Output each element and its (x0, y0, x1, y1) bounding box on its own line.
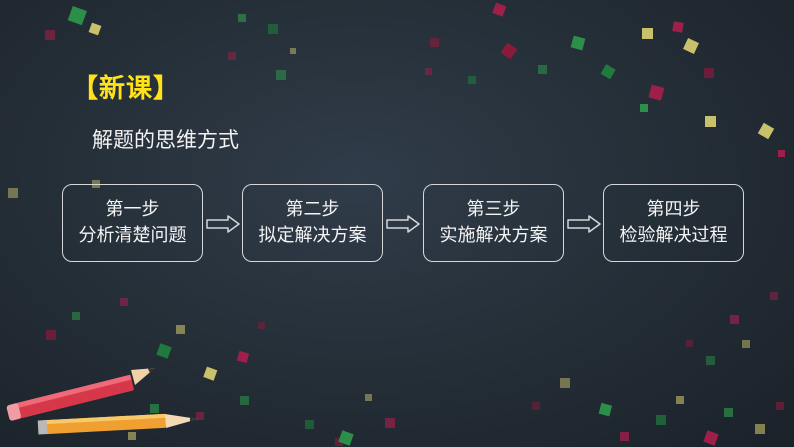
right-arrow-icon (386, 215, 420, 233)
right-arrow-icon (206, 215, 240, 233)
step-description: 实施解决方案 (439, 225, 548, 246)
step-box-4: 第四步 检验解决过程 (603, 184, 744, 262)
step-box-3: 第三步 实施解决方案 (423, 184, 564, 262)
orange-pencil-icon (37, 413, 198, 435)
pencils-decoration (6, 368, 198, 435)
step-number: 第四步 (646, 199, 701, 220)
step-number: 第一步 (105, 199, 160, 220)
step-description: 分析清楚问题 (78, 225, 187, 246)
step-description: 检验解决过程 (619, 225, 728, 246)
step-box-1: 第一步 分析清楚问题 (62, 184, 203, 262)
step-number: 第三步 (466, 199, 521, 220)
step-number: 第二步 (285, 199, 340, 220)
step-description: 拟定解决方案 (258, 225, 367, 246)
step-box-2: 第二步 拟定解决方案 (242, 184, 383, 262)
right-arrow-icon (567, 215, 601, 233)
red-pencil-icon (6, 368, 155, 421)
lesson-tag: 【新课】 (72, 74, 181, 104)
section-subtitle: 解题的思维方式 (92, 128, 239, 152)
